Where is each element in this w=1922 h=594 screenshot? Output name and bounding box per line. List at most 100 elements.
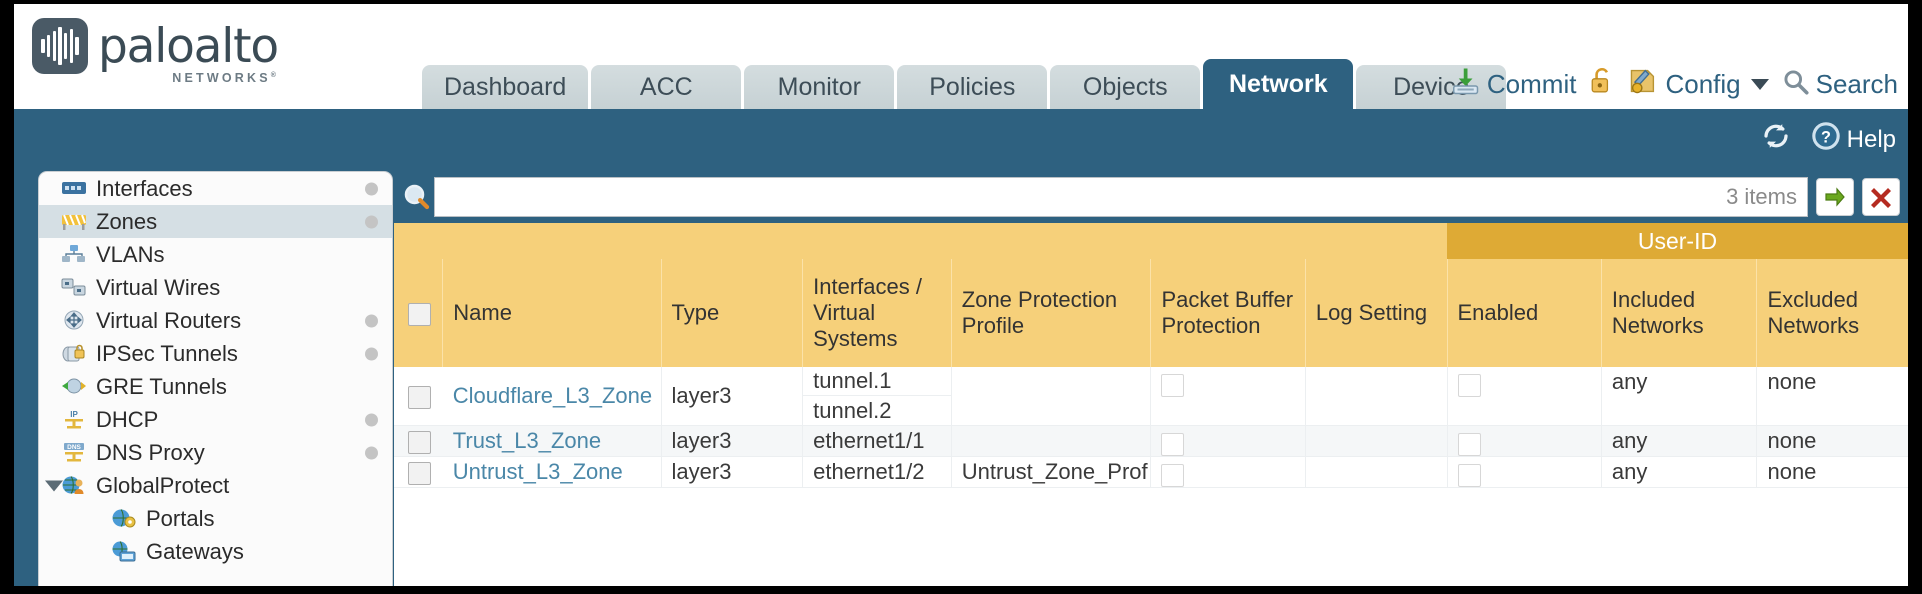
cell-user-id-enabled <box>1446 456 1602 488</box>
row-select-cell <box>394 425 443 457</box>
cell-zone-protection-profile <box>950 425 1151 457</box>
interface-entry: tunnel.1 <box>803 367 951 396</box>
row-checkbox[interactable] <box>408 385 431 409</box>
column-header-label: Included Networks <box>1611 287 1704 338</box>
tab-policies[interactable]: Policies <box>897 65 1048 109</box>
brand-logo: paloalto NETWORKS® <box>32 18 279 84</box>
sidebar-item-label: Zones <box>96 208 158 234</box>
group-header-user-id: User-ID <box>1447 223 1908 259</box>
help-question-icon: ? <box>1811 121 1841 158</box>
refresh-icon[interactable] <box>1761 121 1791 158</box>
sidebar-item-virtual-routers[interactable]: Virtual Routers <box>39 304 392 337</box>
sidebar-item-status-dot <box>365 314 378 327</box>
sidebar-item-virtual-wires[interactable]: Virtual Wires <box>39 271 392 304</box>
cell-log-setting <box>1304 456 1447 488</box>
cell-packet-buffer-protection <box>1150 456 1306 488</box>
cell-excluded-networks: none <box>1756 456 1908 488</box>
sidebar-item-gateways[interactable]: Gateways <box>39 535 392 568</box>
column-header-label: Enabled <box>1457 300 1539 326</box>
column-header-log_setting: Log Setting <box>1304 259 1447 367</box>
sidebar-item-label: VLANs <box>96 241 165 267</box>
sidebar-item-label: DNS Proxy <box>96 439 205 465</box>
tab-dashboard[interactable]: Dashboard <box>422 65 589 109</box>
dhcp-icon: IP <box>61 409 87 431</box>
paloalto-logo-icon <box>32 18 88 74</box>
chevron-down-icon[interactable] <box>45 480 63 491</box>
column-header-label: Log Setting <box>1315 300 1428 326</box>
zone-name-link[interactable]: Cloudflare_L3_Zone <box>452 383 653 408</box>
interfaces-icon <box>61 178 87 200</box>
tab-acc[interactable]: ACC <box>591 65 742 109</box>
sidebar-item-interfaces[interactable]: Interfaces <box>39 172 392 205</box>
column-header-enabled: Enabled <box>1446 259 1602 367</box>
zone-name-link[interactable]: Untrust_L3_Zone <box>452 459 623 484</box>
clear-filter-button[interactable] <box>1862 178 1900 216</box>
user-id-enabled-checkbox[interactable] <box>1457 463 1481 487</box>
tab-network[interactable]: Network <box>1203 59 1354 109</box>
search-input[interactable] <box>435 178 1727 216</box>
search-button[interactable]: Search <box>1782 68 1898 102</box>
config-wrench-icon <box>1628 66 1658 103</box>
cell-log-setting <box>1304 367 1447 426</box>
select-all-header <box>394 259 443 367</box>
apply-filter-button[interactable] <box>1816 178 1854 216</box>
packet-buffer-checkbox[interactable] <box>1161 463 1185 487</box>
sidebar-item-ipsec-tunnels[interactable]: IPSec Tunnels <box>39 337 392 370</box>
tab-objects[interactable]: Objects <box>1050 65 1201 109</box>
cell-type: layer3 <box>660 425 803 457</box>
app-header: paloalto NETWORKS® Dashboard ACC Monitor Po… <box>14 4 1908 109</box>
sidebar-item-gre-tunnels[interactable]: GRE Tunnels <box>39 370 392 403</box>
help-label: Help <box>1846 125 1896 153</box>
packet-buffer-checkbox[interactable] <box>1161 373 1185 397</box>
user-id-enabled-checkbox[interactable] <box>1457 373 1481 397</box>
filter-bar: 3 items <box>394 171 1908 223</box>
column-header-interfaces: Interfaces / Virtual Systems <box>802 259 952 367</box>
sidebar-item-status-dot <box>365 446 378 459</box>
cell-log-setting <box>1304 425 1447 457</box>
cell-name: Trust_L3_Zone <box>442 425 662 457</box>
column-header-type: Type <box>660 259 803 367</box>
row-checkbox[interactable] <box>408 461 431 485</box>
cell-included-networks: any <box>1600 425 1757 457</box>
sidebar-item-globalprotect[interactable]: GlobalProtect <box>39 469 392 502</box>
cell-name: Cloudflare_L3_Zone <box>442 367 662 426</box>
tab-label: Dashboard <box>444 72 567 101</box>
sidebar-item-label: Interfaces <box>96 175 193 201</box>
zone-name-link[interactable]: Trust_L3_Zone <box>452 428 602 453</box>
commit-label: Commit <box>1486 69 1577 99</box>
row-checkbox[interactable] <box>408 430 431 454</box>
sidebar-item-zones[interactable]: Zones <box>39 205 392 238</box>
column-header-label: Excluded Networks <box>1767 287 1860 338</box>
magnifier-icon[interactable] <box>400 182 434 212</box>
lock-icon[interactable] <box>1589 66 1615 103</box>
sidebar-item-portals[interactable]: Portals <box>39 502 392 535</box>
tab-monitor[interactable]: Monitor <box>744 65 895 109</box>
ipsec-tunnels-icon <box>61 343 87 365</box>
tab-label: ACC <box>639 72 693 101</box>
commit-button[interactable]: Commit <box>1450 66 1577 103</box>
help-button[interactable]: ? Help <box>1811 121 1896 158</box>
group-header-blank <box>394 223 1447 259</box>
cell-excluded-networks: none <box>1756 425 1908 457</box>
cell-type: layer3 <box>660 367 803 426</box>
user-id-enabled-checkbox[interactable] <box>1457 432 1481 456</box>
search-label: Search <box>1815 69 1898 99</box>
packet-buffer-checkbox[interactable] <box>1161 432 1185 456</box>
select-all-checkbox[interactable] <box>408 302 431 326</box>
config-menu[interactable]: Config <box>1628 66 1769 103</box>
sidebar-item-vlans[interactable]: VLANs <box>39 238 392 271</box>
tab-label: Monitor <box>777 72 861 101</box>
sidebar-item-status-dot <box>365 413 378 426</box>
column-header-excluded: Excluded Networks <box>1756 259 1908 367</box>
cell-user-id-enabled <box>1446 425 1602 457</box>
